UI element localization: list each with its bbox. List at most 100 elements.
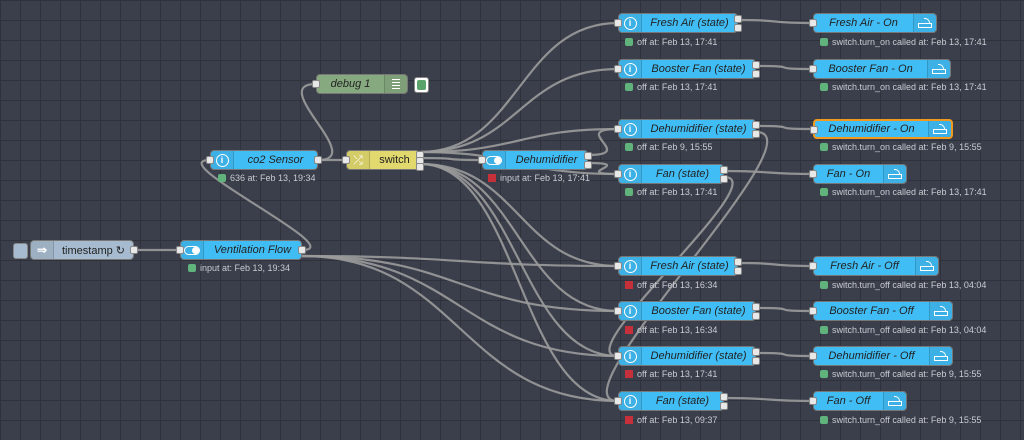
dehumidifier-state-node-2[interactable]: i Dehumidifier (state) [614,346,760,366]
wire-8[interactable] [419,156,483,162]
fresh-air-state-node-1[interactable]: i Fresh Air (state) [614,13,742,33]
fan-off-node[interactable]: Fan - Off [809,391,907,411]
wire-10[interactable] [419,162,619,313]
dehumidifier-on-node[interactable]: Dehumidifier - On [810,119,953,139]
output-port-2[interactable] [752,312,760,320]
debug-toggle-button[interactable] [414,77,429,93]
input-port[interactable] [176,246,184,254]
wire-15[interactable] [301,254,619,358]
output-port-1[interactable] [752,348,760,356]
booster-fan-on-node[interactable]: Booster Fan - On [809,59,951,79]
output-port[interactable] [314,156,322,164]
input-port[interactable] [614,262,622,270]
input-port[interactable] [810,126,818,134]
wire-24[interactable] [755,306,814,313]
node-label: Fresh Air - On [829,17,898,29]
fresh-air-on-node[interactable]: Fresh Air - On [809,13,937,33]
wire-16[interactable] [301,254,619,403]
wire-22[interactable] [723,169,814,176]
output-port-2[interactable] [584,161,592,169]
wire-25[interactable] [755,351,814,358]
output-port-2[interactable] [720,175,728,183]
output-port-1[interactable] [734,15,742,23]
wire-5[interactable] [419,67,619,154]
booster-fan-state-node-1[interactable]: i Booster Fan (state) [614,59,760,79]
input-port[interactable] [478,156,486,164]
input-port[interactable] [614,19,622,27]
output-port-1[interactable] [720,166,728,174]
booster-fan-state-node-2[interactable]: i Booster Fan (state) [614,301,760,321]
node-label: Fan (state) [655,395,710,407]
wire-23[interactable] [737,261,814,268]
wire-3[interactable] [300,82,334,162]
wire-13[interactable] [301,254,619,268]
wire-12[interactable] [419,162,619,403]
wire-26[interactable] [723,396,814,403]
wire-9[interactable] [419,162,619,268]
ventilation-flow-node[interactable]: Ventilation Flow [176,240,306,260]
input-port[interactable] [809,170,817,178]
fresh-air-state-node-2[interactable]: i Fresh Air (state) [614,256,742,276]
dehumidifier-off-node[interactable]: Dehumidifier - Off [809,346,953,366]
input-port[interactable] [614,125,622,133]
output-port-1[interactable] [752,121,760,129]
dehumidifier-node[interactable]: Dehumidifier [478,150,592,170]
input-port[interactable] [809,352,817,360]
output-port-2[interactable] [752,70,760,78]
output-port-1[interactable] [752,61,760,69]
timestamp-inject-node[interactable]: ⇒ timestamp ↻ [13,240,138,260]
input-port[interactable] [809,19,817,27]
wire-19[interactable] [737,18,814,25]
booster-fan-off-node[interactable]: Booster Fan - Off [809,301,953,321]
input-port[interactable] [614,352,622,360]
input-port[interactable] [614,170,622,178]
info-icon: i [619,257,642,275]
fresh-air-off-node[interactable]: Fresh Air - Off [809,256,939,276]
inject-button[interactable] [13,243,28,259]
output-port-3[interactable] [416,163,424,171]
wire-1[interactable] [200,158,312,252]
debug-node[interactable]: debug 1 [312,74,429,94]
input-port[interactable] [206,156,214,164]
output-port-2[interactable] [720,402,728,410]
output-port-1[interactable] [752,303,760,311]
node-label: switch [379,154,410,166]
fan-state-node-1[interactable]: i Fan (state) [614,164,728,184]
wire-4[interactable] [419,21,619,154]
output-port-1[interactable] [734,258,742,266]
input-port[interactable] [809,397,817,405]
input-port[interactable] [809,262,817,270]
output-port-1[interactable] [720,393,728,401]
output-port-2[interactable] [752,130,760,138]
wire-14[interactable] [301,254,619,313]
switch-node[interactable]: ⤮ switch [342,150,424,171]
status-error-icon [625,416,633,424]
input-port[interactable] [809,307,817,315]
output-port-2[interactable] [734,267,742,275]
wire-21[interactable] [755,124,814,131]
input-port[interactable] [614,397,622,405]
input-port[interactable] [809,65,817,73]
wire-11[interactable] [419,162,619,358]
output-port[interactable] [298,246,306,254]
input-port[interactable] [614,65,622,73]
wire-18[interactable] [587,161,619,176]
node-label: Fan - On [826,168,871,180]
input-port[interactable] [342,156,350,164]
fan-state-node-2[interactable]: i Fan (state) [614,391,728,411]
dehumidifier-state-node-1[interactable]: i Dehumidifier (state) [614,119,760,139]
output-port-1[interactable] [584,152,592,160]
input-port[interactable] [312,80,320,88]
status-ok-icon [625,188,633,196]
co2-sensor-node[interactable]: i co2 Sensor [206,150,322,170]
output-port-2[interactable] [734,24,742,32]
fan-on-node[interactable]: Fan - On [809,164,907,184]
status-error-icon [625,281,633,289]
output-port-2[interactable] [752,357,760,365]
output-port[interactable] [130,246,138,254]
wire-20[interactable] [755,64,814,71]
wire-17[interactable] [587,127,619,157]
wire-6[interactable] [419,127,619,154]
input-port[interactable] [614,307,622,315]
